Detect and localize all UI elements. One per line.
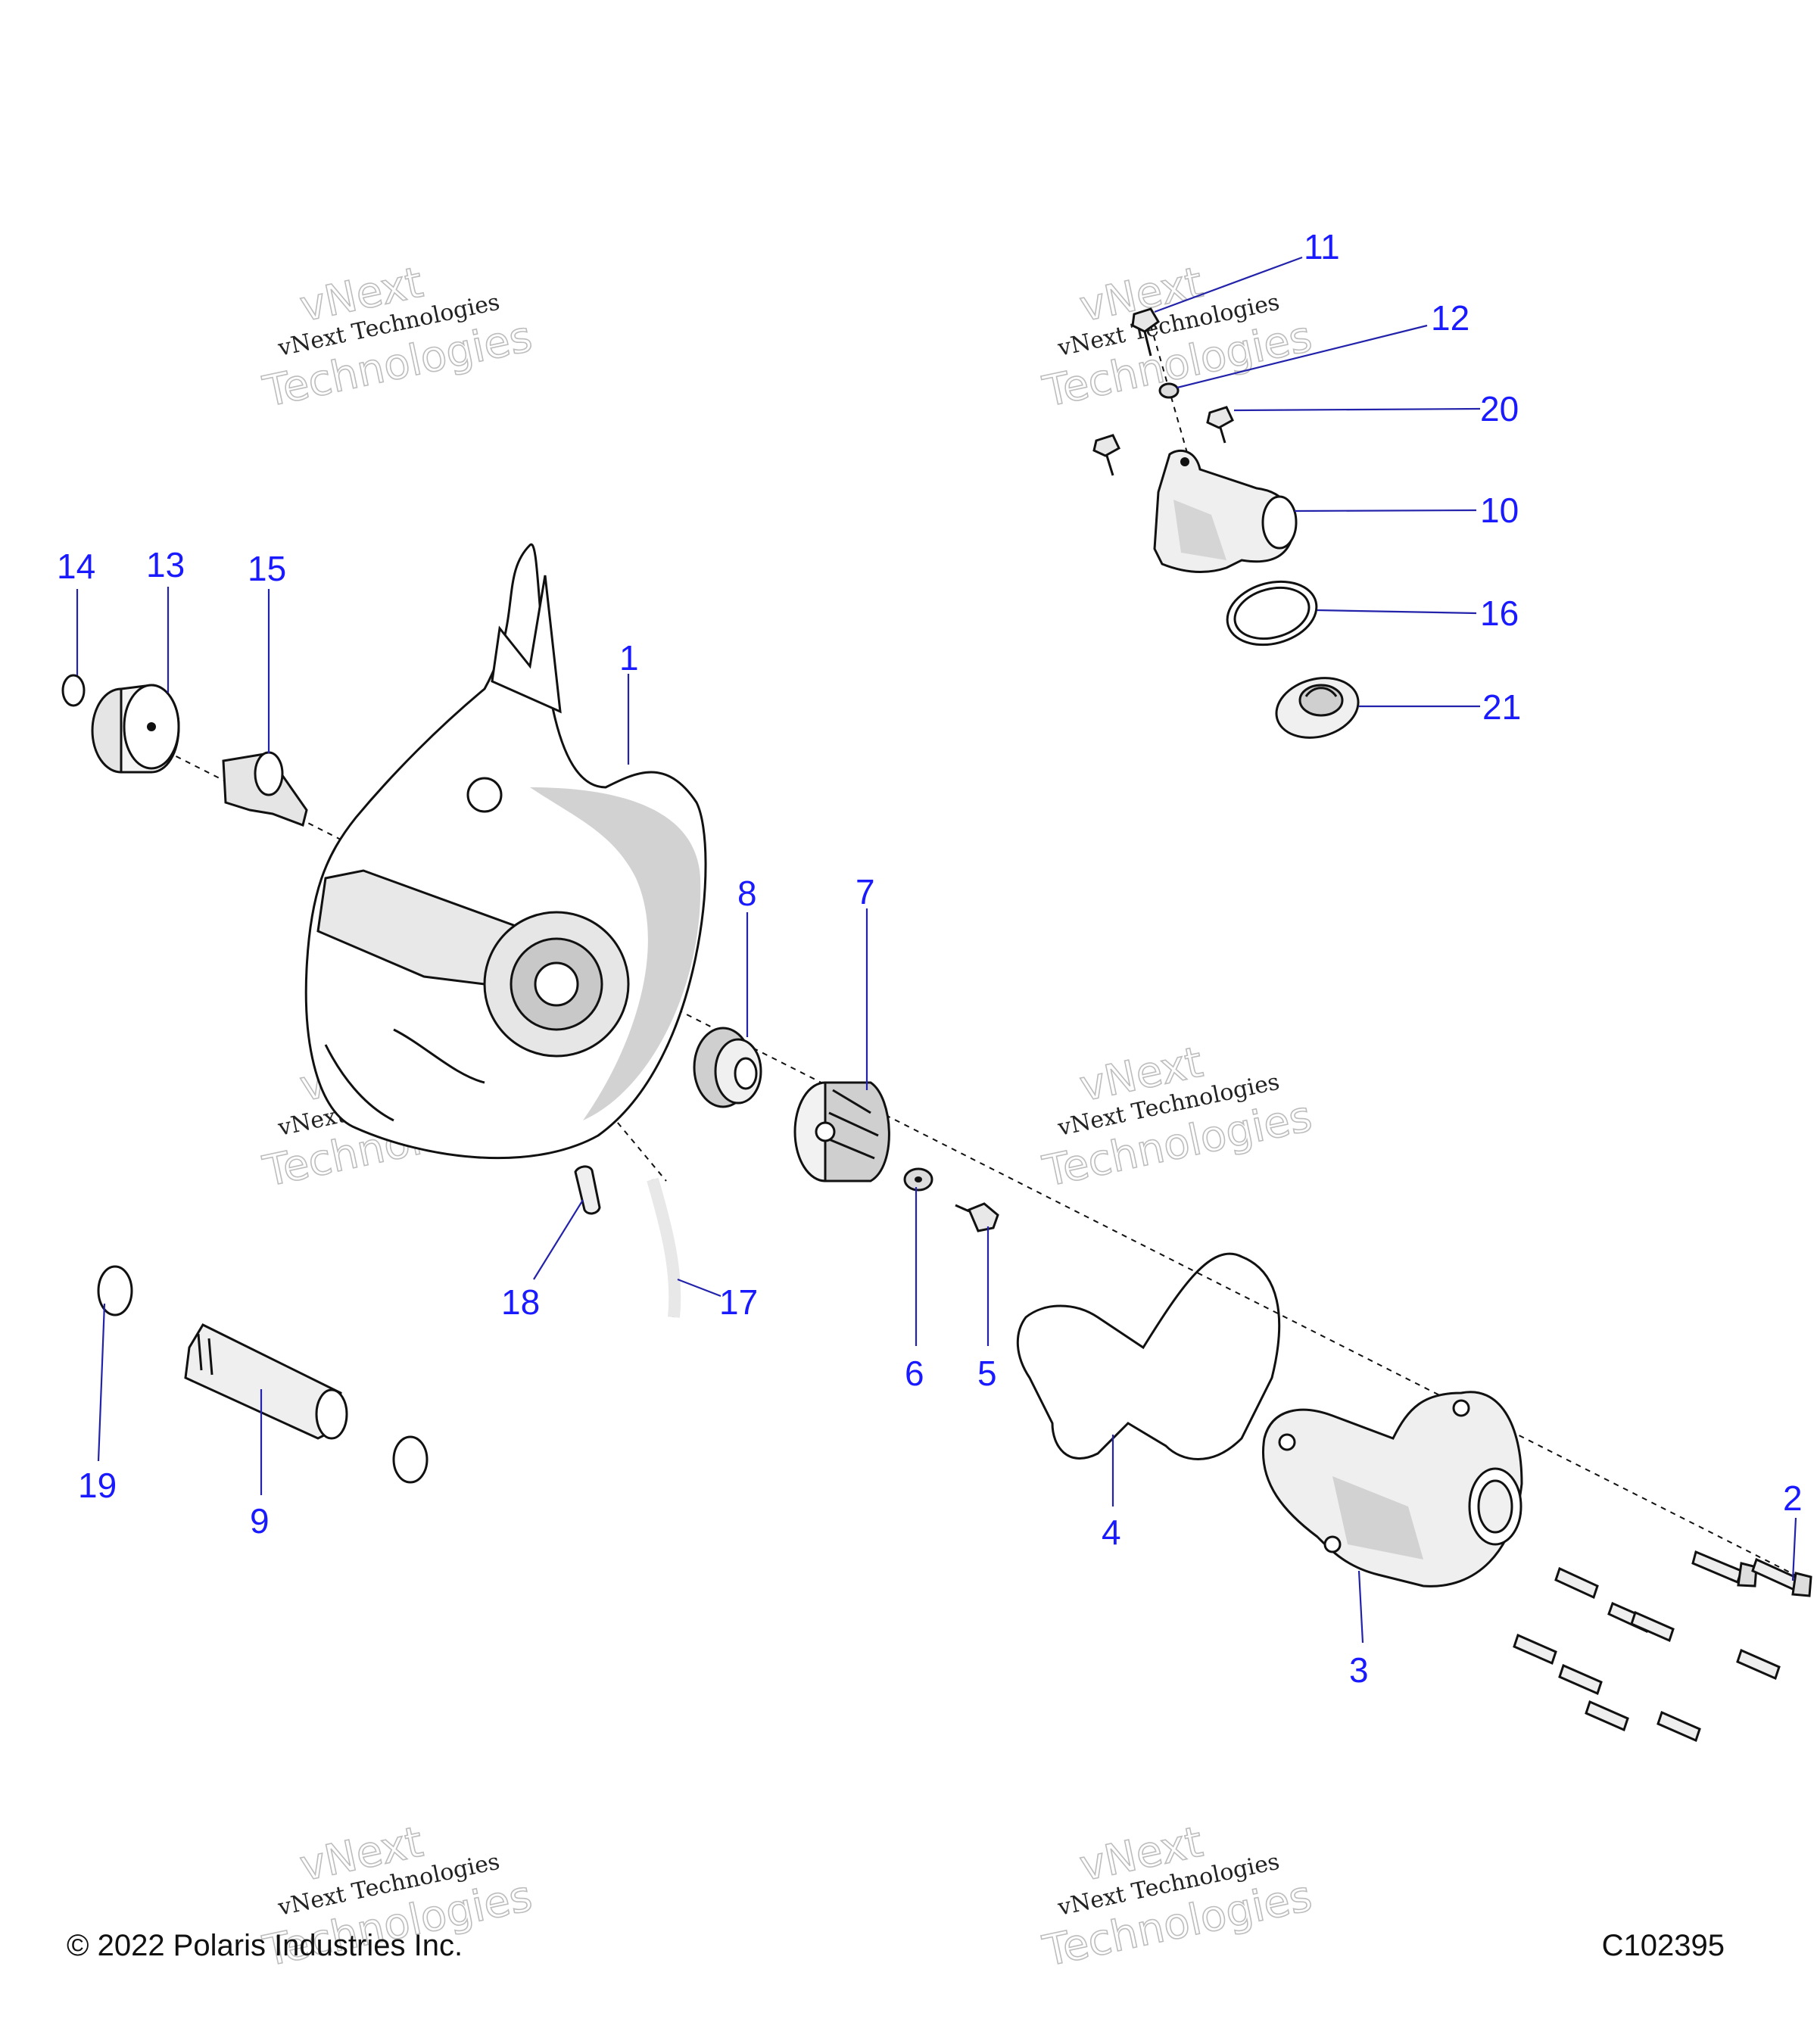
drawing-number: C102395	[1601, 1929, 1725, 1962]
callout-14: 14	[57, 547, 95, 586]
leader-12	[1177, 324, 1428, 389]
watermark: vNext Technologies vNext Technologies	[1038, 1817, 1317, 1977]
callout-2: 2	[1783, 1478, 1803, 1518]
leader-11	[1154, 256, 1303, 313]
callout-19: 19	[78, 1466, 117, 1505]
callout-17: 17	[719, 1282, 758, 1322]
bolt	[1737, 1562, 1758, 1588]
leader-19	[97, 1303, 106, 1462]
callout-10: 10	[1480, 491, 1519, 530]
seal-part	[693, 1027, 762, 1108]
pin-part	[574, 1165, 601, 1215]
bolt	[1691, 1550, 1743, 1584]
callout-8: 8	[737, 874, 757, 913]
callout-6: 6	[905, 1354, 924, 1393]
bolt	[1630, 1610, 1675, 1643]
tube-o-ring-part	[392, 1435, 429, 1484]
pump-cover-part	[1262, 1391, 1523, 1588]
bolt	[1558, 1663, 1603, 1696]
callout-21: 21	[1482, 687, 1521, 727]
shaft-part	[222, 751, 308, 827]
bolt	[1513, 1633, 1557, 1665]
bleed-screw-part	[1131, 307, 1160, 357]
thermostat-seal-part	[1226, 580, 1318, 647]
leader-3	[1357, 1570, 1364, 1644]
callout-18: 18	[501, 1282, 540, 1322]
leader-20	[1233, 407, 1481, 412]
callout-13: 13	[146, 545, 185, 584]
leader-17	[677, 1278, 722, 1298]
parts	[61, 307, 1812, 1743]
impeller-bolt-part	[955, 1202, 999, 1232]
callout-4: 4	[1102, 1513, 1121, 1552]
bolt	[1585, 1700, 1629, 1732]
impeller-part	[793, 1081, 890, 1182]
ring-part	[61, 674, 86, 707]
callout-5: 5	[977, 1354, 997, 1393]
bolt	[1656, 1710, 1701, 1743]
hose-assembly-axis	[590, 1089, 667, 1182]
callout-9: 9	[250, 1501, 270, 1541]
leader-10	[1294, 509, 1477, 513]
thermostat-part	[1275, 677, 1360, 739]
leader-18	[533, 1199, 584, 1280]
leader-2	[1791, 1517, 1797, 1581]
watermark: vNext Technologies vNext Technologies	[1038, 1037, 1317, 1198]
callout-labels: 1 2 3 4 5 6 7 8 9 10 11 12 13 14 15 16 1…	[57, 227, 1803, 1690]
callout-20: 20	[1480, 389, 1519, 428]
bolt	[1751, 1557, 1800, 1592]
pulley-part	[91, 684, 180, 774]
gasket-part	[1016, 1252, 1281, 1460]
callout-16: 16	[1480, 594, 1519, 633]
leader-16	[1317, 609, 1477, 615]
bolt	[1791, 1572, 1812, 1597]
o-ring-part	[97, 1265, 133, 1316]
housing-bolt-part	[1092, 406, 1234, 476]
callout-12: 12	[1431, 298, 1469, 338]
bolt	[1736, 1648, 1781, 1681]
callout-15: 15	[248, 549, 286, 588]
watermark: vNext Technologies vNext Technologies	[258, 257, 537, 418]
callout-7: 7	[856, 872, 875, 911]
callout-11: 11	[1304, 227, 1340, 266]
bolt	[1554, 1566, 1599, 1600]
thermostat-housing-part	[1153, 450, 1298, 573]
housing-part	[304, 543, 707, 1160]
tube-part	[184, 1323, 348, 1440]
washer-part	[903, 1167, 933, 1192]
copyright-notice: © 2022 Polaris Industries Inc.	[67, 1929, 463, 1962]
leader-lines	[76, 256, 1797, 1644]
bolts-group	[1513, 1550, 1812, 1743]
callout-1: 1	[619, 638, 639, 678]
callout-3: 3	[1349, 1650, 1369, 1690]
hose-inner	[647, 1177, 681, 1318]
bleed-washer-part	[1158, 382, 1180, 399]
